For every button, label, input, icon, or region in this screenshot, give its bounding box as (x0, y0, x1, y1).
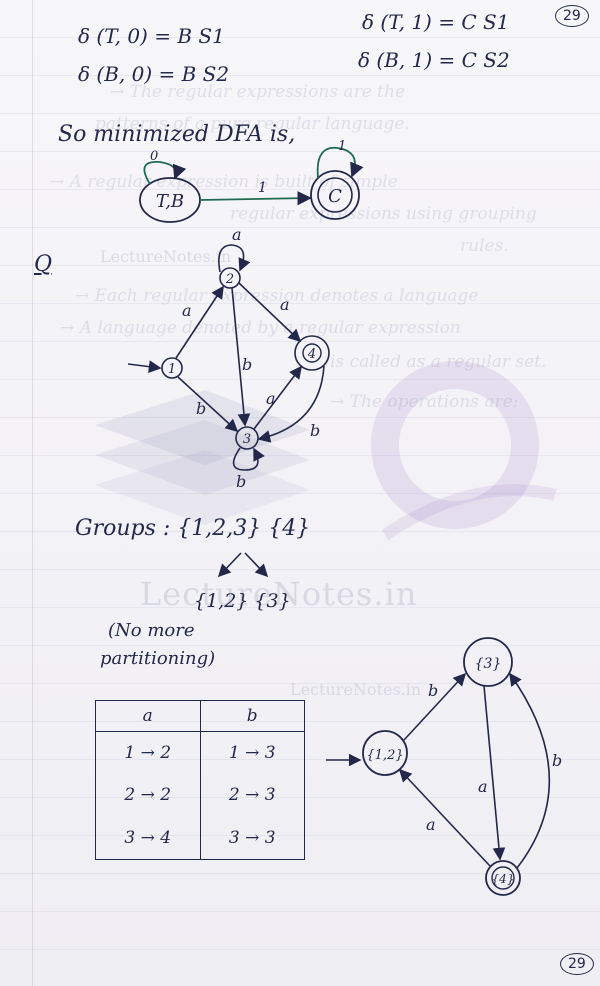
svg-text:b: b (242, 355, 252, 374)
bleed-line: → The regular expressions are the (110, 82, 406, 102)
minimized-dfa-diagram: T,B 0 C 1 1 (139, 140, 364, 223)
equation: δ (B, 0) = B S2 (78, 62, 230, 86)
edge-4-34 (509, 672, 551, 869)
bleed-line: regular expressions using grouping (230, 204, 537, 224)
svg-text:a: a (182, 301, 192, 320)
edge-tb-c (199, 191, 312, 206)
svg-text:{1,2}: {1,2} (366, 748, 403, 763)
question-dfa-diagram: 2 1 4 3 a a b a b a b b (127, 225, 330, 491)
table-header-b: b (199, 700, 305, 732)
bleed-line: → A language denoted by a regular expres… (60, 318, 461, 338)
svg-text:a: a (266, 389, 276, 408)
svg-text:2: 2 (225, 272, 234, 287)
loop-c (316, 146, 364, 179)
equation: δ (B, 1) = C S2 (358, 48, 510, 72)
loop-c-label: 1 (338, 140, 346, 154)
svg-text:a: a (426, 815, 436, 834)
watermark-text: LectureNotes.in (290, 680, 422, 699)
page-number-top: 29 (555, 5, 589, 27)
bleed-line: is called as a regular set. (330, 352, 547, 372)
table-cell: 2 → 3 (199, 774, 305, 817)
loop-tb-label: 0 (150, 149, 158, 164)
svg-text:{3}: {3} (475, 656, 502, 672)
start-arrow (127, 360, 162, 373)
note-line-1: (No more (108, 620, 195, 641)
edge-1-2 (175, 285, 224, 359)
table-cell: 1 → 3 (199, 731, 305, 775)
state-4-final (485, 860, 521, 896)
edge-tb-c-label: 1 (258, 180, 267, 196)
edge-3-4 (253, 365, 302, 430)
state-34 (463, 637, 513, 687)
split-text: {1,2} {3} (194, 590, 291, 612)
state-4 (294, 335, 330, 371)
state-tb-label: T,B (156, 191, 184, 212)
svg-text:{4}: {4} (492, 872, 515, 886)
bleed-line: → Each regular expression denotes a lang… (75, 286, 479, 306)
edge-2-4 (238, 282, 302, 343)
table-header-a: a (95, 700, 200, 732)
svg-text:4: 4 (307, 347, 316, 362)
page-number-bottom: 29 (560, 953, 594, 975)
edge-2-3 (231, 287, 251, 427)
edge-4-3 (257, 365, 325, 443)
result-dfa-diagram: {1,2} {3} {4} b a a b (326, 637, 562, 896)
note-line-2: partitioning) (100, 648, 216, 669)
equation: δ (T, 1) = C S1 (362, 10, 510, 34)
state-1 (161, 357, 183, 379)
edge-1-3 (177, 376, 239, 433)
table-cell: 3 → 4 (124, 827, 172, 848)
svg-text:a: a (232, 225, 242, 244)
state-c-label: C (328, 186, 342, 207)
bleed-line: patterns of a pure regular language. (95, 114, 410, 134)
svg-text:b: b (552, 751, 562, 770)
watermark-logo (95, 361, 557, 540)
equation: δ (T, 0) = B S1 (78, 24, 225, 48)
table-cell: 3 → 3 (199, 816, 305, 860)
table-cell: 2 → 2 (124, 785, 172, 806)
svg-text:b: b (196, 399, 206, 418)
svg-text:3: 3 (243, 432, 251, 447)
svg-text:1: 1 (168, 362, 176, 377)
svg-text:a: a (280, 295, 290, 314)
state-2 (219, 267, 241, 289)
watermark-text: LectureNotes.in (140, 575, 418, 613)
question-label: Q (34, 252, 53, 277)
svg-text:a: a (478, 777, 488, 796)
loop-tb (143, 161, 187, 185)
bleed-line: → A regular expression is built of simpl… (50, 172, 398, 192)
svg-text:b: b (236, 472, 246, 491)
table-cell: 1 → 2 (124, 743, 172, 764)
split-arrows (217, 552, 269, 578)
edge-34-4 (483, 685, 506, 861)
svg-text:b: b (428, 681, 438, 700)
edge-12-34 (403, 672, 467, 741)
watermark-text: LectureNotes.in (100, 247, 232, 266)
svg-text:b: b (310, 421, 320, 440)
state-12 (362, 730, 408, 776)
loop-3 (232, 447, 265, 471)
transition-table: a b 1 → 2 1 → 3 2 → 2 2 → 3 3 → 4 3 → 3 (95, 700, 305, 860)
margin-line (32, 0, 33, 986)
groups-text: Groups : {1,2,3} {4} (75, 516, 311, 541)
minimized-dfa-heading: So minimized DFA is, (58, 122, 296, 147)
bleed-line: rules. (460, 236, 509, 256)
loop-2 (218, 244, 251, 273)
edge-4-12 (398, 768, 491, 867)
bleed-line: → The operations are: (330, 392, 519, 412)
